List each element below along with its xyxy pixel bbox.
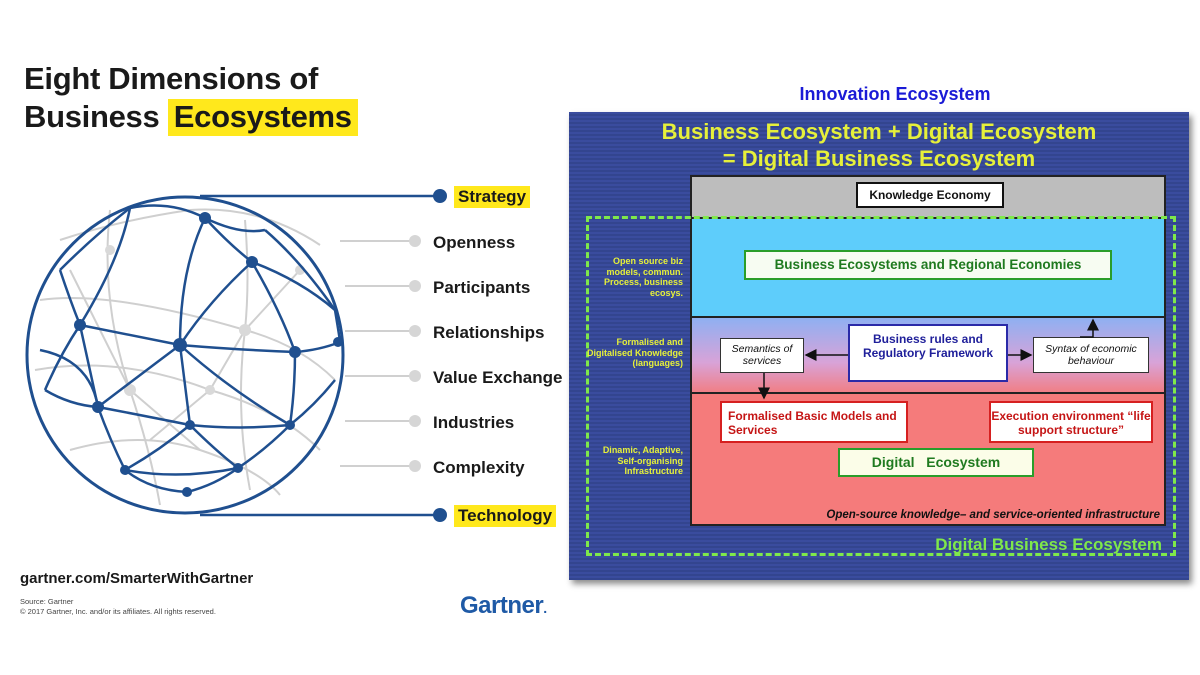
arrow-to-business-ecosystems	[1080, 318, 1099, 338]
side-note-formalised-knowledge: Formalised and Digitalised Knowledge (la…	[586, 337, 683, 368]
title-line-1: Eight Dimensions of	[24, 61, 318, 96]
panel-heading-line-2: = Digital Business Ecosystem	[722, 146, 1036, 171]
dimension-technology: Technology	[454, 505, 557, 527]
source-url: gartner.com/SmarterWithGartner	[20, 570, 254, 587]
syntax-economic-behaviour-box: Syntax of economic behaviour	[1033, 337, 1149, 373]
source-line: Source: Gartner	[20, 597, 74, 606]
value-exchange-dot	[409, 370, 421, 382]
side-note-dynamic-infrastructure: Dinamic, Adaptive, Self-organising Infra…	[602, 445, 683, 476]
openness-dot	[409, 235, 421, 247]
digital-business-ecosystem-label: Digital Business Ecosystem	[935, 535, 1162, 554]
ecosystem-globe-diagram	[25, 189, 447, 522]
business-ecosystems-regional-box: Business Ecosystems and Regional Economi…	[744, 250, 1112, 280]
digital-business-ecosystem-frame	[586, 216, 1176, 556]
panel-heading-line-1: Business Ecosystem + Digital Ecosystem	[661, 119, 1097, 144]
title-word-business: Business	[24, 99, 160, 134]
innovation-ecosystem-title: Innovation Ecosystem	[799, 84, 991, 104]
dimension-openness: Openness	[433, 233, 516, 252]
digital-ecosystem-box: Digital Ecosystem	[838, 448, 1034, 477]
dimension-strategy: Strategy	[454, 186, 531, 208]
strategy-dot	[433, 189, 447, 203]
complexity-dot	[409, 460, 421, 472]
dimension-industries: Industries	[433, 413, 515, 432]
infrastructure-caption: Open-source knowledge– and service-orien…	[826, 509, 1160, 521]
business-rules-box: Business rules and Regulatory Framework	[848, 324, 1008, 382]
globe-nodes	[74, 212, 343, 497]
infographic-title: Eight Dimensions of Business Ecosystems	[24, 60, 358, 136]
semantics-of-services-box: Semantics of services	[720, 338, 804, 373]
framework-arrows	[758, 318, 1099, 400]
knowledge-economy-box: Knowledge Economy	[856, 182, 1004, 208]
side-note-open-source: Open source biz models, commun. Process,…	[603, 256, 683, 298]
gartner-logo-dot: .	[543, 600, 547, 616]
dimension-participants: Participants	[433, 278, 531, 297]
gartner-logo-text: Gartner	[460, 592, 544, 619]
relationships-dot	[409, 325, 421, 337]
industries-dot	[409, 415, 421, 427]
source-credit: Source: Gartner © 2017 Gartner, Inc. and…	[20, 597, 216, 617]
copyright-line: © 2017 Gartner, Inc. and/or its affiliat…	[20, 607, 216, 616]
dimension-relationships: Relationships	[433, 323, 545, 342]
dimension-complexity: Complexity	[433, 458, 525, 477]
title-word-ecosystems: Ecosystems	[167, 99, 358, 136]
gartner-logo: Gartner.	[460, 592, 547, 620]
dimension-value-exchange: Value Exchange	[433, 368, 563, 387]
technology-dot	[433, 508, 447, 522]
participants-dot	[409, 280, 421, 292]
globe-outline	[25, 195, 345, 515]
execution-environment-box: Execution environment “life support stru…	[989, 401, 1153, 443]
globe-front-mesh	[39, 204, 342, 494]
panel-heading: Business Ecosystem + Digital Ecosystem =…	[569, 118, 1189, 172]
title-line-2: Business Ecosystems	[24, 98, 358, 136]
formalised-basic-models-box: Formalised Basic Models and Services	[720, 401, 908, 443]
